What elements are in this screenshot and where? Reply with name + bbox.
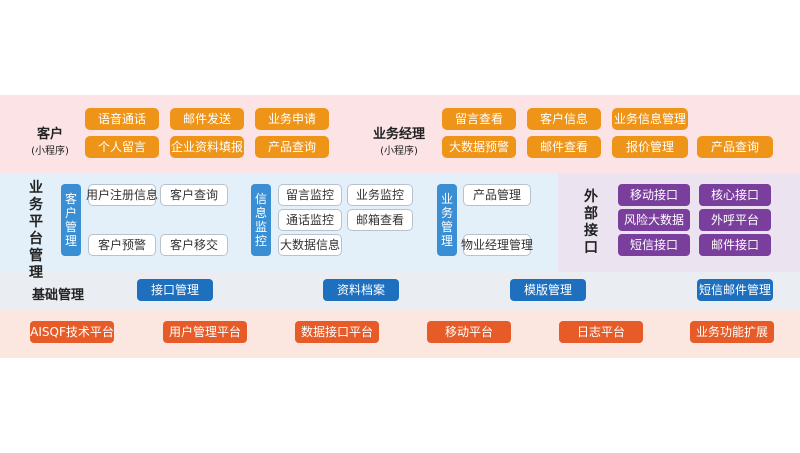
tech-item[interactable]: 数据接口平台 xyxy=(295,321,379,343)
biz-mgmt-item[interactable]: 产品管理 xyxy=(463,184,531,206)
external-item[interactable]: 风险大数据 xyxy=(618,209,690,231)
tech-band xyxy=(0,310,800,358)
info-monitor-item[interactable]: 大数据信息 xyxy=(278,234,342,256)
tech-item[interactable]: 用户管理平台 xyxy=(163,321,247,343)
manager-item[interactable]: 产品查询 xyxy=(697,136,773,158)
customer-mgmt-item[interactable]: 客户预警 xyxy=(88,234,156,256)
customer-item[interactable]: 语音通话 xyxy=(85,108,159,130)
base-item[interactable]: 资料档案 xyxy=(323,279,399,301)
base-item[interactable]: 短信邮件管理 xyxy=(697,279,773,301)
base-item[interactable]: 接口管理 xyxy=(137,279,213,301)
external-item[interactable]: 短信接口 xyxy=(618,234,690,256)
manager-item[interactable]: 业务信息管理 xyxy=(612,108,688,130)
external-title: 外部接口 xyxy=(584,189,598,256)
customer-item[interactable]: 个人留言 xyxy=(85,136,159,158)
external-item[interactable]: 外呼平台 xyxy=(699,209,771,231)
external-item[interactable]: 邮件接口 xyxy=(699,234,771,256)
customer-mgmt-item[interactable]: 客户查询 xyxy=(160,184,228,206)
base-band xyxy=(0,272,800,310)
customer-item[interactable]: 产品查询 xyxy=(255,136,329,158)
manager-item[interactable]: 邮件查看 xyxy=(527,136,601,158)
manager-item[interactable]: 客户信息 xyxy=(527,108,601,130)
customer-mgmt-item[interactable]: 用户注册信息 xyxy=(86,184,158,206)
customer-item[interactable]: 业务申请 xyxy=(255,108,329,130)
info-monitor-item[interactable]: 通话监控 xyxy=(278,209,342,231)
tech-item[interactable]: AISQF技术平台 xyxy=(30,321,114,343)
customer-mgmt-label: 客户管理 xyxy=(61,184,81,256)
base-title: 基础管理 xyxy=(32,288,85,303)
tech-item[interactable]: 业务功能扩展 xyxy=(690,321,774,343)
manager-item[interactable]: 大数据预警 xyxy=(442,136,516,158)
biz-mgmt-item[interactable]: 物业经理管理 xyxy=(461,234,533,256)
platform-title: 业务平台管理 xyxy=(29,180,43,281)
manager-item[interactable]: 报价管理 xyxy=(612,136,688,158)
customer-item[interactable]: 企业资料填报 xyxy=(170,136,244,158)
info-monitor-item[interactable]: 邮箱查看 xyxy=(347,209,413,231)
customer-title: 客户 (小程序) xyxy=(31,127,69,157)
biz-mgmt-label: 业务管理 xyxy=(437,184,457,256)
info-monitor-label: 信息监控 xyxy=(251,184,271,256)
tech-item[interactable]: 日志平台 xyxy=(559,321,643,343)
external-item[interactable]: 核心接口 xyxy=(699,184,771,206)
tech-item[interactable]: 移动平台 xyxy=(427,321,511,343)
manager-item[interactable]: 留言查看 xyxy=(442,108,516,130)
info-monitor-item[interactable]: 业务监控 xyxy=(347,184,413,206)
external-item[interactable]: 移动接口 xyxy=(618,184,690,206)
base-item[interactable]: 模版管理 xyxy=(510,279,586,301)
customer-item[interactable]: 邮件发送 xyxy=(170,108,244,130)
manager-title: 业务经理 (小程序) xyxy=(372,127,425,157)
customer-mgmt-item[interactable]: 客户移交 xyxy=(160,234,228,256)
info-monitor-item[interactable]: 留言监控 xyxy=(278,184,342,206)
